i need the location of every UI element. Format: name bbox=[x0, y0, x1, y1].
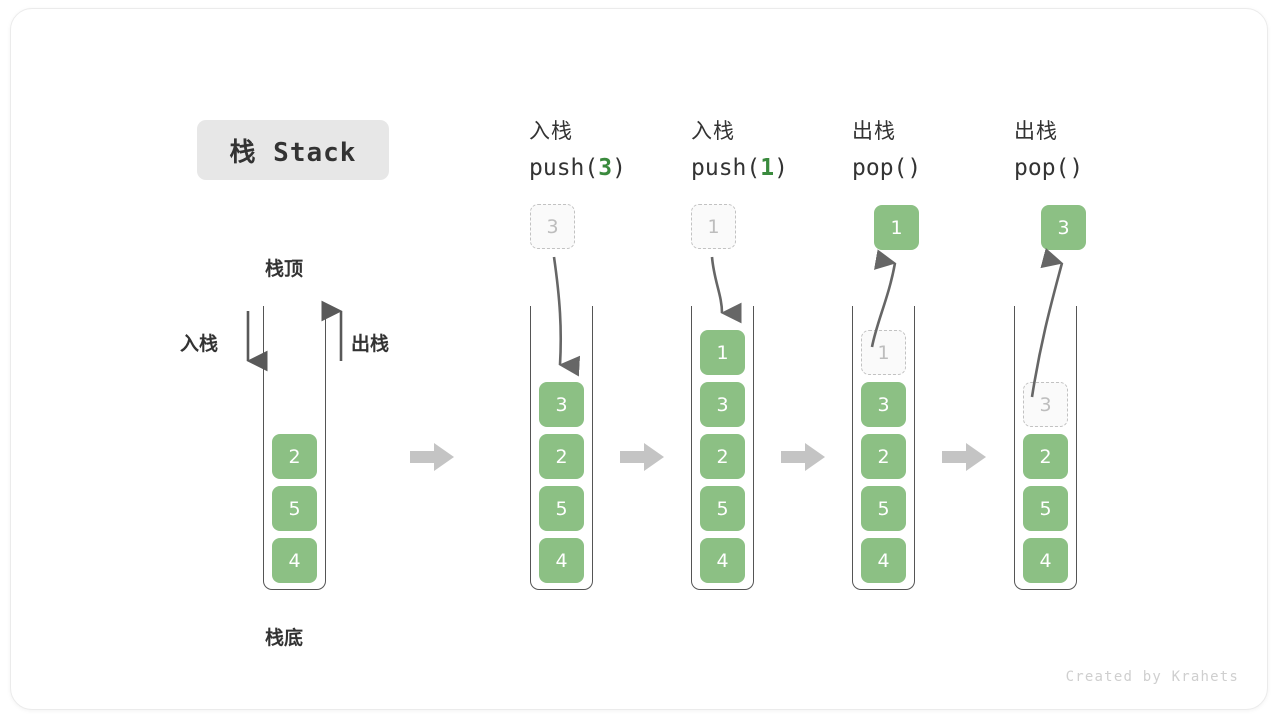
stack-cell: 2 bbox=[861, 434, 906, 479]
title-badge: 栈 Stack bbox=[197, 120, 389, 180]
stack-cell: 4 bbox=[272, 538, 317, 583]
popped-cell: 1 bbox=[874, 205, 919, 250]
stack-cell: 2 bbox=[272, 434, 317, 479]
code-prefix: push( bbox=[691, 155, 761, 181]
column-header-code: pop() bbox=[1014, 155, 1083, 181]
popped-cell: 3 bbox=[1041, 205, 1086, 250]
code-suffix: ) bbox=[907, 155, 922, 181]
column-header-cn: 出栈 bbox=[852, 119, 896, 143]
code-suffix: ) bbox=[612, 155, 626, 181]
stack-cell: 5 bbox=[272, 486, 317, 531]
code-arg: 3 bbox=[598, 155, 613, 181]
column-header-code: pop() bbox=[852, 155, 921, 181]
stack-container-push-3 bbox=[530, 306, 593, 590]
label-stack-bottom: 栈底 bbox=[265, 628, 304, 649]
stack-cell: 2 bbox=[700, 434, 745, 479]
stack-cell-ghost: 1 bbox=[861, 330, 906, 375]
label-push-side: 入栈 bbox=[180, 334, 219, 355]
stack-cell: 2 bbox=[1023, 434, 1068, 479]
column-header-cn: 入栈 bbox=[529, 119, 573, 143]
push-flow-arrow-icon bbox=[710, 256, 742, 324]
separator-arrow-icon bbox=[408, 441, 456, 473]
stack-cell-ghost: 3 bbox=[1023, 382, 1068, 427]
code-prefix: push( bbox=[529, 155, 599, 181]
column-header-cn: 出栈 bbox=[1014, 119, 1058, 143]
credit-text: Created by Krahets bbox=[1065, 669, 1239, 685]
stack-cell: 5 bbox=[861, 486, 906, 531]
stack-cell: 3 bbox=[861, 382, 906, 427]
code-arg: 1 bbox=[760, 155, 775, 181]
stack-cell: 4 bbox=[1023, 538, 1068, 583]
column-header-pop-1: 出栈 pop() bbox=[852, 115, 921, 181]
column-header-push-3: 入栈 push(3) bbox=[529, 115, 626, 181]
floating-ghost-cell: 3 bbox=[530, 204, 575, 249]
stack-container-initial bbox=[263, 306, 326, 590]
separator-arrow-icon bbox=[779, 441, 827, 473]
column-header-cn: 入栈 bbox=[691, 119, 735, 143]
stack-container-push-1 bbox=[691, 306, 754, 590]
stack-container-pop-1 bbox=[852, 306, 915, 590]
stack-container-pop-3 bbox=[1014, 306, 1077, 590]
column-header-push-1: 入栈 push(1) bbox=[691, 115, 788, 181]
code-suffix: ) bbox=[1069, 155, 1084, 181]
code-suffix: ) bbox=[774, 155, 788, 181]
stack-cell: 4 bbox=[861, 538, 906, 583]
column-header-code: push(3) bbox=[529, 155, 626, 181]
label-pop-side: 出栈 bbox=[351, 334, 390, 355]
code-prefix: pop( bbox=[852, 155, 908, 181]
stack-cell: 4 bbox=[539, 538, 584, 583]
column-header-code: push(1) bbox=[691, 155, 788, 181]
separator-arrow-icon bbox=[618, 441, 666, 473]
arrow-overlay bbox=[246, 247, 1064, 398]
stack-cell: 5 bbox=[539, 486, 584, 531]
stack-cell: 1 bbox=[700, 330, 745, 375]
code-prefix: pop( bbox=[1014, 155, 1070, 181]
diagram-card: 栈 Stack 栈顶 栈底 入栈 出栈 2 5 4 入栈 push(3) 3 3… bbox=[10, 8, 1268, 710]
stack-cell: 5 bbox=[1023, 486, 1068, 531]
stack-cell: 5 bbox=[700, 486, 745, 531]
stack-cell: 3 bbox=[539, 382, 584, 427]
floating-ghost-cell: 1 bbox=[691, 204, 736, 249]
stack-cell: 4 bbox=[700, 538, 745, 583]
label-stack-top: 栈顶 bbox=[265, 259, 304, 280]
separator-arrow-icon bbox=[940, 441, 988, 473]
stack-cell: 2 bbox=[539, 434, 584, 479]
column-header-pop-3: 出栈 pop() bbox=[1014, 115, 1083, 181]
stack-cell: 3 bbox=[700, 382, 745, 427]
